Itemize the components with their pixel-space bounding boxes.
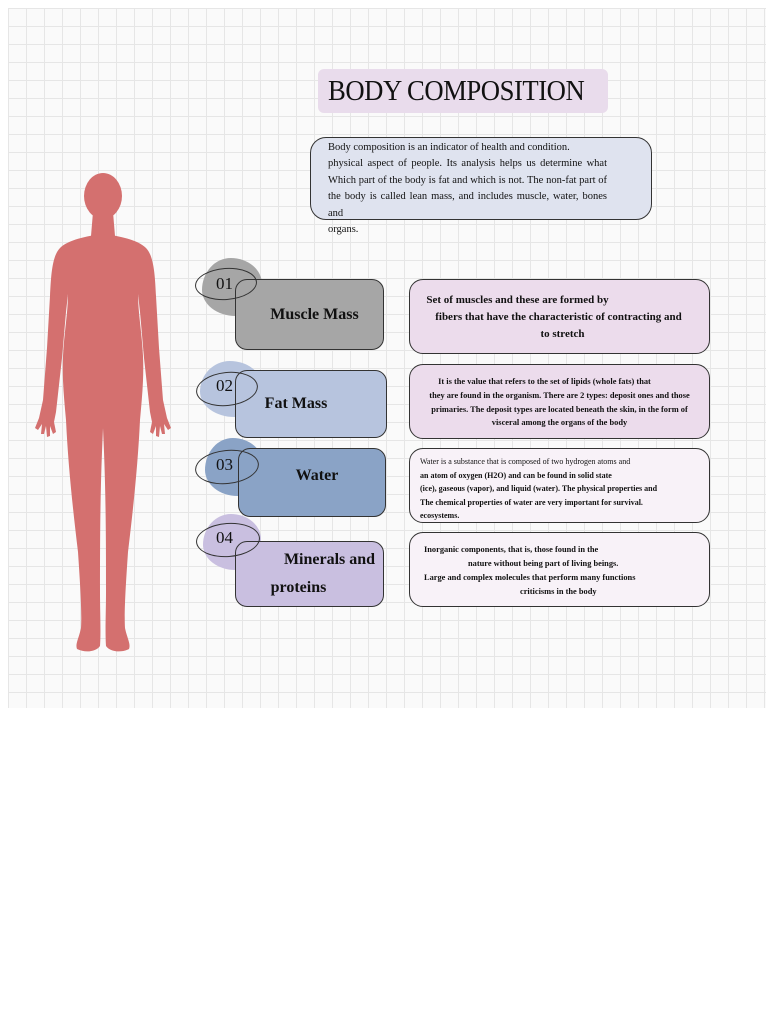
component-label-fat-mass: Fat Mass (235, 370, 387, 438)
intro-line: the body is called lean mass, and includ… (328, 191, 607, 219)
component-number: 01 (216, 274, 233, 293)
component-label-muscle-mass: Muscle Mass (235, 279, 384, 350)
grid-paper-background (8, 8, 766, 708)
desc-line: visceral among the organs of the body (491, 418, 628, 428)
desc-line: nature without being part of living bein… (468, 559, 619, 568)
component-description-minerals-and-proteins: Inorganic components, that is, those fou… (409, 532, 710, 607)
desc-line: criticisms in the body (520, 587, 597, 596)
component-label-minerals-and-proteins: Minerals and proteins (235, 541, 384, 607)
intro-line: organs. (328, 224, 359, 236)
component-description-water: Water is a substance that is composed of… (409, 448, 710, 523)
desc-line: ecosystems. (420, 511, 460, 520)
label-line: Muscle Mass (270, 305, 359, 323)
desc-line: Large and complex molecules that perform… (424, 573, 636, 582)
desc-line: an atom of oxygen (H2O) and can be found… (420, 470, 612, 480)
component-label-water: Water (238, 448, 386, 517)
desc-line: fibers that have the characteristic of c… (435, 311, 682, 323)
component-description-fat-mass: It is the value that refers to the set o… (409, 364, 710, 439)
intro-line: Which part of the body is fat and which … (328, 174, 607, 186)
human-silhouette-icon (35, 173, 171, 652)
intro-box: Body composition is an indicator of heal… (310, 137, 652, 235)
label-line: Water (295, 466, 339, 484)
desc-line: Set of muscles and these are formed by (426, 294, 609, 306)
desc-line: to stretch (540, 328, 585, 340)
intro-line: Body composition is an indicator of heal… (328, 142, 570, 153)
desc-line: (ice), gaseous (vapor), and liquid (wate… (420, 484, 658, 493)
component-number: 02 (216, 376, 233, 395)
label-line: Fat Mass (264, 395, 328, 412)
title-highlight (318, 69, 608, 113)
intro-line: physical aspect of people. Its analysis … (328, 158, 607, 170)
desc-line: The chemical properties of water are ver… (420, 497, 643, 507)
component-number: 03 (216, 455, 233, 474)
desc-line: It is the value that refers to the set o… (438, 377, 651, 386)
page-title: BODY COMPOSITION (328, 75, 585, 107)
component-number: 04 (216, 528, 233, 547)
label-line: proteins (270, 579, 327, 596)
desc-line: they are found in the organism. There ar… (429, 390, 690, 400)
component-description-muscle-mass: Set of muscles and these are formed by f… (409, 279, 710, 354)
label-line: Minerals and (283, 551, 376, 568)
desc-line: Inorganic components, that is, those fou… (424, 545, 599, 554)
desc-line: Water is a substance that is composed of… (420, 457, 631, 466)
desc-line: primaries. The deposit types are located… (431, 404, 688, 414)
